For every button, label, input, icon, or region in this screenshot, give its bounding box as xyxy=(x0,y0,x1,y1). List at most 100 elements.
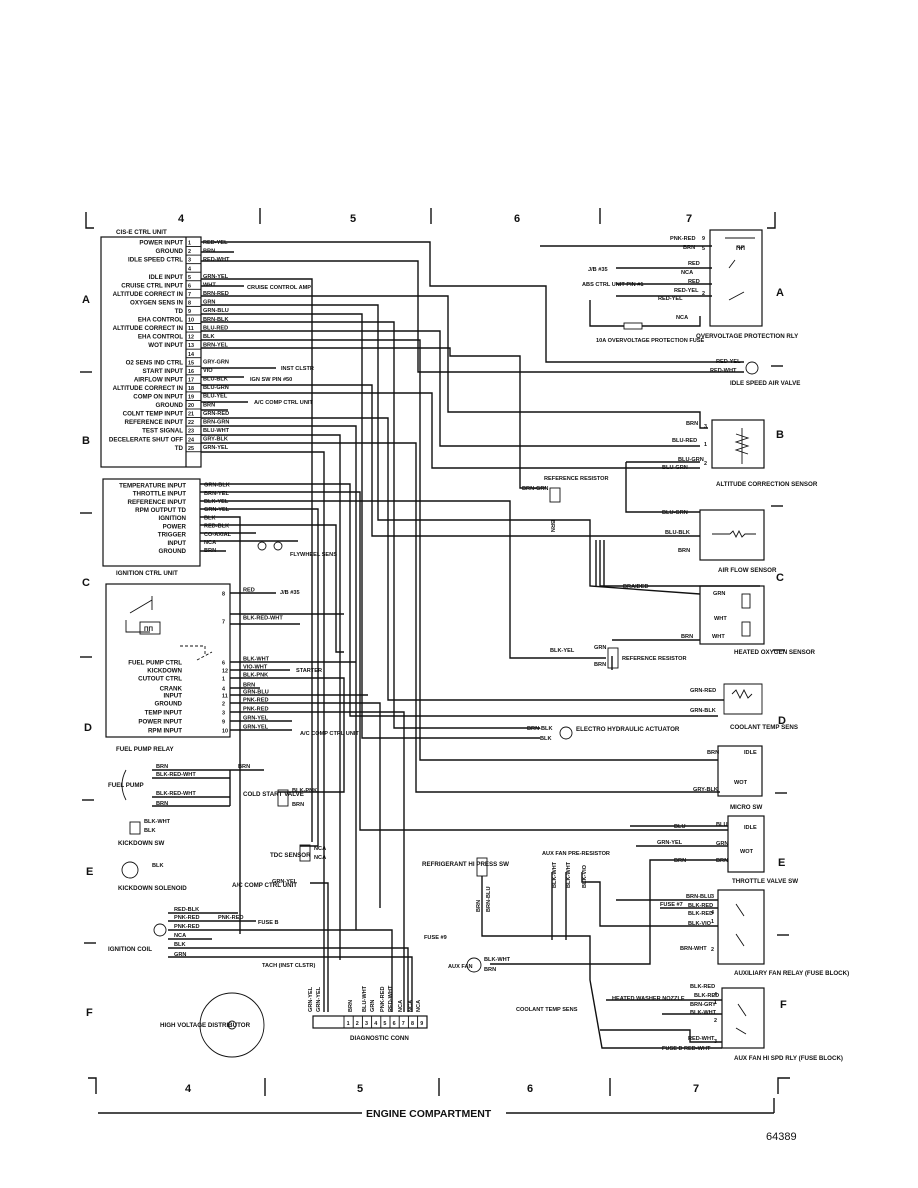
ov-wire-4: NCA xyxy=(681,270,693,276)
cise-pin-label: TD xyxy=(175,308,184,315)
diag-wire-label: GRN-YEL xyxy=(308,986,314,1012)
cise-pin-label: WOT INPUT xyxy=(148,342,183,349)
fpr-ref-starter: STARTER xyxy=(296,668,322,674)
cise-pin-wire: GRN-BLU xyxy=(203,308,229,314)
cise-pin-number: 15 xyxy=(188,360,194,366)
cise-pin-label: ALTITUDE CORRECT IN xyxy=(113,291,184,298)
diag-conn-label: DIAGNOSTIC CONN xyxy=(350,1035,409,1042)
cise-pin-wire: GRY-GRN xyxy=(203,360,229,366)
refrig-sw-label: REFRIGERANT HI PRESS SW xyxy=(422,861,509,868)
ign-pin-wire: GRN-YEL xyxy=(204,507,230,513)
col-label-6-top: 6 xyxy=(514,213,520,225)
harness-wires xyxy=(168,241,760,1049)
cise-pin-wire: RED-WHT xyxy=(203,257,230,263)
cise-pin-wire: BRN xyxy=(203,402,215,408)
cise-pin-number: 10 xyxy=(188,318,194,324)
ov-wire-6: RED-YEL xyxy=(674,288,699,294)
ar-pin-3: 1 xyxy=(711,919,714,925)
micro-wire-1: BRN xyxy=(707,750,719,756)
coolant-label: COOLANT TEMP SENS xyxy=(730,724,798,731)
ov-fuse-label: 10A OVERVOLTAGE PROTECTION FUSE xyxy=(596,338,705,344)
af-wire-2: BLU-BLK xyxy=(665,530,690,536)
tv-pos-1: IDLE xyxy=(744,825,757,831)
cise-pin-number: 19 xyxy=(188,395,194,401)
coolant-wire-2: GRN-BLK xyxy=(690,708,716,714)
cise-pin-label: REFERENCE INPUT xyxy=(125,419,184,426)
fpr-ref-ac: A/C COMP CTRL UNIT xyxy=(300,731,359,737)
alt-wire-1: BRN xyxy=(686,421,698,427)
ar-pin-2: 4 xyxy=(711,910,714,916)
eha-wire-1: BRN-BLK xyxy=(527,726,552,732)
tv-pos-2: WOT xyxy=(740,849,754,855)
cise-pin-number: 7 xyxy=(188,292,191,298)
cise-pin-number: 14 xyxy=(188,352,194,358)
o2-wire-4: WHT xyxy=(712,634,725,640)
fp-wire-3: BLK-RED-WHT xyxy=(156,791,196,797)
rr2-wire-3: BRN xyxy=(594,662,606,668)
cise-pin-label: AIRFLOW INPUT xyxy=(134,376,183,383)
ov-wire-3: RED xyxy=(688,261,700,267)
tdc-wire-1: NCA xyxy=(314,846,326,852)
fpr-pin-wire: RED xyxy=(243,588,255,594)
ign-pin-label: INPUT xyxy=(167,540,186,547)
cise-pin-wire: BRN-YEL xyxy=(203,342,228,348)
ign-pin-label: TRIGGER xyxy=(158,532,187,539)
ov-relay-label: OVERVOLTAGE PROTECTION RLY xyxy=(696,333,799,340)
cise-pin-wire: GRN-YEL xyxy=(203,274,229,280)
ref-wire-2: BRN xyxy=(549,520,555,532)
cold-start-brn: BRN xyxy=(292,802,304,808)
fpr-pin-label: GROUND xyxy=(155,701,183,708)
fpr-pin-wire: BLK-WHT xyxy=(243,657,270,663)
tv-wire-6: BRN xyxy=(716,858,728,864)
cise-ref-ign: IGN SW PIN #50 xyxy=(250,377,292,383)
ref-resistor-label: REFERENCE RESISTOR xyxy=(544,476,609,482)
throttle-label: THROTTLE VALVE SW xyxy=(732,878,798,885)
o2-label: HEATED OXYGEN SENSOR xyxy=(734,649,816,656)
ref-wire-1: BRN-GRN xyxy=(522,486,548,492)
fpr-pin-number: 3 xyxy=(222,711,225,717)
diag-wire-label: BLU-WHT xyxy=(362,985,368,1012)
fpr-pin-label: INPUT xyxy=(163,693,182,700)
ignition-coil-label: IGNITION COIL xyxy=(108,946,152,953)
row-label-c-right: C xyxy=(776,572,784,584)
ar-wire-2: BLK-RED xyxy=(688,903,713,909)
hr-pin-3: 2 xyxy=(714,1018,717,1024)
cise-pin-number: 23 xyxy=(188,429,194,435)
hr-wire-5: RED-WHT xyxy=(688,1036,715,1042)
fpr-pin-number: 2 xyxy=(222,702,225,708)
aux-pre-label: AUX FAN PRE-RESISTOR xyxy=(542,851,610,857)
flywheel-label: FLYWHEEL SENS xyxy=(290,552,337,558)
o2-wire-1: GRN xyxy=(713,591,725,597)
caption-engine-compartment: ENGINE COMPARTMENT xyxy=(366,1108,492,1120)
col-label-5-top: 5 xyxy=(350,213,356,225)
fp-wire-4: BRN xyxy=(156,801,168,807)
cise-pin-wire: RED-YEL xyxy=(203,240,228,246)
fp-wire-5: BRN xyxy=(238,764,250,770)
ign-title: IGNITION CTRL UNIT xyxy=(116,570,178,577)
cise-pin-label: ALTITUDE CORRECT IN xyxy=(113,325,184,332)
fpr-pin-wire: PNK-RED xyxy=(243,707,268,713)
row-label-f-right: F xyxy=(780,999,787,1011)
ac-comp-label: A/C COMP CTRL UNIT xyxy=(232,882,297,889)
fp-wire-1: BRN xyxy=(156,764,168,770)
coolant-sens-label: COOLANT TEMP SENS xyxy=(516,1007,578,1013)
right-components: ΠΠ OVERVOLTAGE PROTECTION RLY PNK-RED BR… xyxy=(448,229,849,1062)
row-label-f-left: F xyxy=(86,1007,93,1019)
ign-pin-wire: BLK xyxy=(204,515,216,521)
af-wire-3: BRN xyxy=(678,548,690,554)
diag-wire-label: NCA xyxy=(398,1000,404,1012)
cise-pin-wire: BLU-YEL xyxy=(203,394,228,400)
cold-start-label: COLD START VALVE xyxy=(243,791,304,798)
eha-wire-2: BLK xyxy=(540,736,552,742)
fpr-pin-label: KICKDOWN xyxy=(147,668,182,675)
row-label-e-right: E xyxy=(778,857,785,869)
cise-pin-number: 13 xyxy=(188,343,194,349)
diag-wire-label: RED-WHT xyxy=(388,985,394,1012)
fpr-pin-number: 10 xyxy=(222,729,228,735)
diag-pin-number: 5 xyxy=(383,1021,386,1027)
tv-wire-4: BLU xyxy=(716,822,728,828)
ar-wire-1: BRN-BLU xyxy=(686,894,711,900)
fpr-pin-number: 4 xyxy=(222,687,225,693)
